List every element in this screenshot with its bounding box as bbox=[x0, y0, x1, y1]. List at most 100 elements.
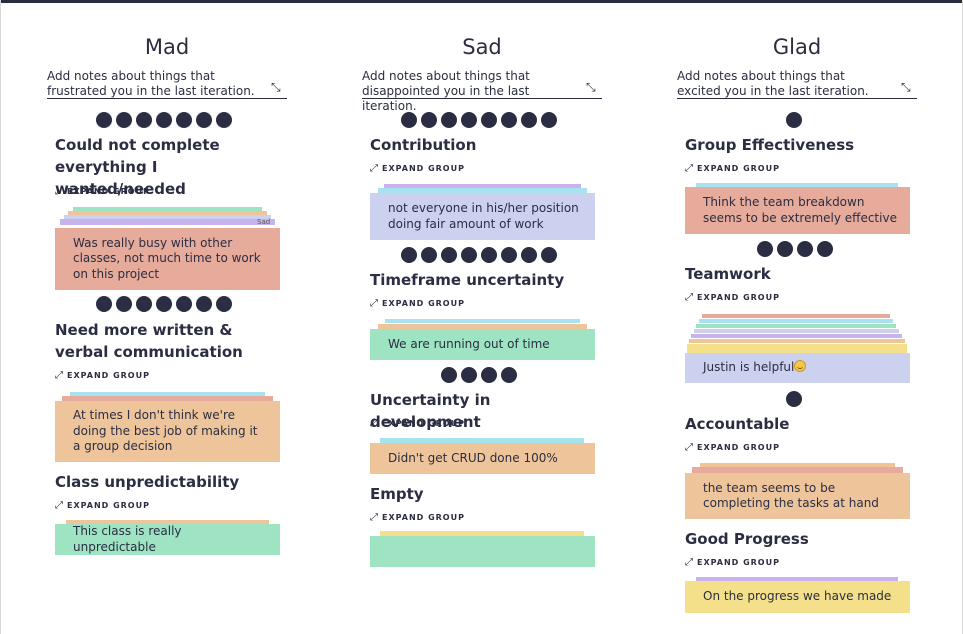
stacked-note-edge[interactable] bbox=[384, 184, 581, 188]
stacked-note-edge[interactable] bbox=[378, 324, 587, 329]
group-title[interactable]: Contribution bbox=[370, 136, 477, 154]
vote-dot[interactable] bbox=[216, 112, 232, 128]
expand-group-button[interactable]: ⤢EXPAND GROUP bbox=[685, 557, 780, 568]
expand-group-button[interactable]: ⤢EXPAND GROUP bbox=[55, 370, 150, 381]
expand-group-button[interactable]: ⤢EXPAND GROUP bbox=[685, 163, 780, 174]
vote-dot[interactable] bbox=[481, 367, 497, 383]
sticky-note[interactable]: Was really busy with other classes, not … bbox=[55, 228, 280, 290]
vote-dot[interactable] bbox=[797, 241, 813, 257]
sticky-note[interactable]: We are running out of time bbox=[370, 329, 595, 360]
group-title[interactable]: Timeframe uncertainty bbox=[370, 271, 565, 289]
stacked-note-edge[interactable] bbox=[64, 215, 271, 219]
vote-dot[interactable] bbox=[461, 367, 477, 383]
stacked-note-edge[interactable] bbox=[696, 577, 898, 581]
sticky-note[interactable]: Didn't get CRUD done 100% bbox=[370, 443, 595, 474]
vote-dot[interactable] bbox=[196, 112, 212, 128]
vote-dot[interactable] bbox=[156, 296, 172, 312]
vote-dot[interactable] bbox=[176, 112, 192, 128]
vote-dot[interactable] bbox=[176, 296, 192, 312]
group-title[interactable]: Empty bbox=[370, 485, 424, 503]
vote-dot[interactable] bbox=[521, 247, 537, 263]
vote-dot[interactable] bbox=[421, 247, 437, 263]
vote-dot[interactable] bbox=[401, 247, 417, 263]
group-title[interactable]: Group Effectiveness bbox=[685, 136, 855, 154]
vote-dots[interactable] bbox=[401, 247, 557, 265]
sticky-note[interactable]: On the progress we have made bbox=[685, 581, 910, 613]
group-title[interactable]: Teamwork bbox=[685, 265, 771, 283]
sticky-note[interactable]: Think the team breakdown seems to be ext… bbox=[685, 187, 910, 234]
vote-dot[interactable] bbox=[136, 296, 152, 312]
vote-dot[interactable] bbox=[461, 112, 477, 128]
expand-group-button[interactable]: ⤢EXPAND GROUP bbox=[370, 163, 465, 174]
vote-dot[interactable] bbox=[401, 112, 417, 128]
vote-dot[interactable] bbox=[541, 112, 557, 128]
vote-dot[interactable] bbox=[501, 367, 517, 383]
vote-dot[interactable] bbox=[501, 112, 517, 128]
vote-dot[interactable] bbox=[196, 296, 212, 312]
vote-dot[interactable] bbox=[777, 241, 793, 257]
stacked-note-edge[interactable] bbox=[692, 467, 903, 473]
vote-dots[interactable] bbox=[757, 241, 833, 259]
group-title[interactable]: Accountable bbox=[685, 415, 790, 433]
vote-dots[interactable] bbox=[441, 367, 517, 385]
vote-dot[interactable] bbox=[521, 112, 537, 128]
sticky-note[interactable] bbox=[370, 536, 595, 567]
vote-dot[interactable] bbox=[817, 241, 833, 257]
stacked-note-edge[interactable] bbox=[385, 319, 580, 323]
expand-group-button[interactable]: ⤢EXPAND GROUP bbox=[370, 512, 465, 523]
collapse-arrows-icon[interactable]: ⤡ bbox=[901, 80, 911, 94]
column-description[interactable]: Add notes about things that excited you … bbox=[677, 69, 917, 99]
vote-dot[interactable] bbox=[461, 247, 477, 263]
stacked-note-edge[interactable] bbox=[687, 344, 907, 353]
group-title[interactable]: Uncertainty in development bbox=[370, 391, 491, 431]
vote-dot[interactable] bbox=[116, 112, 132, 128]
group-title[interactable]: Class unpredictability bbox=[55, 473, 240, 491]
vote-dots[interactable] bbox=[786, 112, 802, 130]
vote-dot[interactable] bbox=[501, 247, 517, 263]
vote-dots[interactable] bbox=[96, 112, 232, 130]
vote-dot[interactable] bbox=[136, 112, 152, 128]
expand-group-button[interactable]: ⤢EXPAND GROUP bbox=[55, 500, 150, 511]
vote-dot[interactable] bbox=[481, 247, 497, 263]
expand-group-button[interactable]: ⤢EXPAND GROUP bbox=[370, 418, 465, 429]
expand-group-button[interactable]: ⤢EXPAND GROUP bbox=[685, 442, 780, 453]
vote-dots[interactable] bbox=[96, 296, 232, 314]
vote-dot[interactable] bbox=[116, 296, 132, 312]
stacked-note-edge[interactable] bbox=[66, 520, 269, 524]
column-description[interactable]: Add notes about things that frustrated y… bbox=[47, 69, 287, 99]
stacked-note-edge[interactable] bbox=[380, 531, 584, 536]
stacked-note-edge[interactable] bbox=[696, 183, 898, 187]
stacked-note-edge[interactable] bbox=[60, 219, 275, 225]
vote-dots[interactable] bbox=[786, 391, 802, 409]
stacked-note-edge[interactable] bbox=[378, 188, 587, 193]
stacked-note-edge[interactable] bbox=[691, 334, 902, 338]
stacked-note-edge[interactable] bbox=[700, 463, 895, 467]
stacked-note-edge[interactable] bbox=[696, 324, 896, 328]
sticky-note[interactable]: Justin is helpful bbox=[685, 353, 910, 383]
group-title[interactable]: Could not complete everything I wanted/n… bbox=[55, 136, 220, 198]
collapse-arrows-icon[interactable]: ⤡ bbox=[271, 80, 281, 94]
sticky-note[interactable]: not everyone in his/her position doing f… bbox=[370, 193, 595, 240]
vote-dot[interactable] bbox=[441, 367, 457, 383]
expand-group-button[interactable]: ⤢EXPAND GROUP bbox=[55, 186, 150, 197]
vote-dot[interactable] bbox=[156, 112, 172, 128]
vote-dot[interactable] bbox=[481, 112, 497, 128]
stacked-note-edge[interactable] bbox=[73, 207, 262, 211]
stacked-note-edge[interactable] bbox=[70, 392, 265, 396]
vote-dot[interactable] bbox=[421, 112, 437, 128]
stacked-note-edge[interactable] bbox=[699, 319, 893, 323]
sticky-note[interactable]: At times I don't think we're doing the b… bbox=[55, 401, 280, 462]
vote-dot[interactable] bbox=[96, 112, 112, 128]
stacked-note-edge[interactable] bbox=[62, 396, 273, 401]
vote-dot[interactable] bbox=[441, 247, 457, 263]
vote-dot[interactable] bbox=[441, 112, 457, 128]
sticky-note[interactable]: the team seems to be completing the task… bbox=[685, 473, 910, 519]
stacked-note-edge[interactable] bbox=[694, 329, 899, 333]
vote-dot[interactable] bbox=[786, 391, 802, 407]
expand-group-button[interactable]: ⤢EXPAND GROUP bbox=[370, 298, 465, 309]
sticky-note[interactable]: This class is really unpredictable bbox=[55, 524, 280, 555]
collapse-arrows-icon[interactable]: ⤡ bbox=[586, 80, 596, 94]
stacked-note-edge[interactable] bbox=[689, 339, 905, 343]
vote-dot[interactable] bbox=[541, 247, 557, 263]
vote-dot[interactable] bbox=[786, 112, 802, 128]
